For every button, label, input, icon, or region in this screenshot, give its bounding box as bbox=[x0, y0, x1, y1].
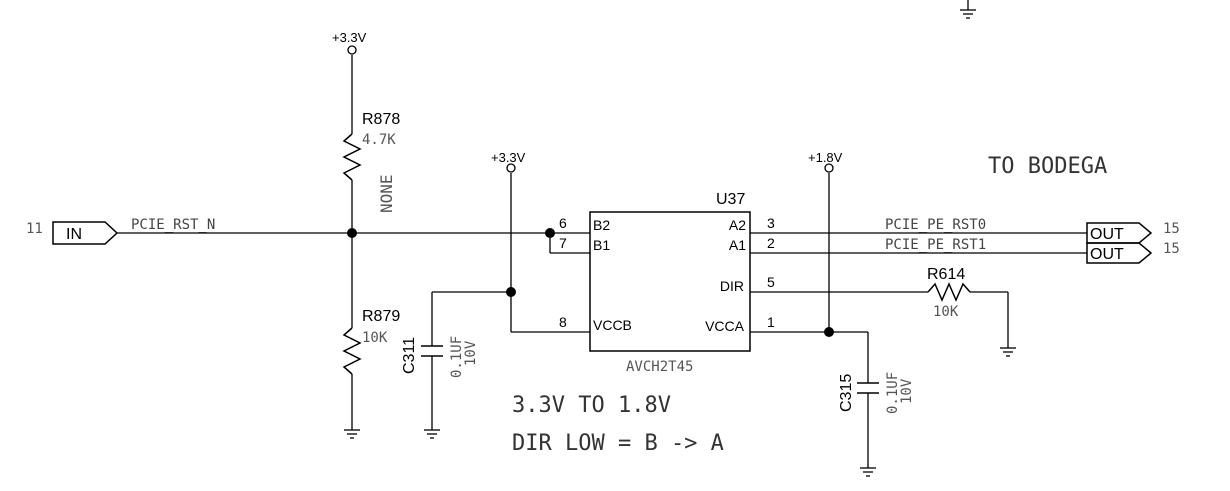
port-out-1: OUT 15 bbox=[1086, 241, 1180, 264]
power-symbol-3v3-a: +3.3V bbox=[332, 30, 367, 55]
capacitor-c315: C315 0.1UF 10V bbox=[838, 372, 915, 414]
pin-name: B1 bbox=[593, 237, 610, 253]
power-label: +1.8V bbox=[808, 150, 843, 165]
net-label-pcie-pe-rst0: PCIE_PE_RST0 bbox=[885, 217, 986, 233]
junction-dot bbox=[347, 228, 357, 238]
pin-number: 8 bbox=[559, 314, 567, 330]
junction-dots bbox=[347, 228, 834, 337]
resistor-value: 4.7K bbox=[362, 132, 396, 148]
resistor-value: 10K bbox=[933, 304, 959, 320]
capacitor-voltage: 10V bbox=[899, 378, 915, 404]
ic-ref: U37 bbox=[716, 191, 745, 208]
capacitor-value: 0.1UF bbox=[885, 372, 901, 414]
pin-number: 7 bbox=[559, 235, 567, 251]
resistor-value: 10K bbox=[362, 330, 388, 346]
resistor-note: NONE bbox=[377, 174, 396, 213]
resistor-r878: R878 4.7K NONE bbox=[342, 111, 400, 213]
resistor-ref: R878 bbox=[362, 111, 400, 128]
note-voltage-translation: 3.3V TO 1.8V bbox=[512, 393, 671, 418]
ic-part: AVCH2T45 bbox=[626, 359, 693, 375]
junction-dot bbox=[824, 327, 834, 337]
junction-dot bbox=[506, 287, 516, 297]
note-to-bodega: TO BODEGA bbox=[988, 154, 1107, 179]
ground-symbol bbox=[1000, 347, 1016, 357]
pin-number: 2 bbox=[767, 235, 775, 251]
port-label: IN bbox=[66, 226, 82, 243]
pin-name: B2 bbox=[593, 217, 610, 233]
port-out-0: OUT 15 bbox=[1086, 221, 1180, 244]
capacitor-voltage: 10V bbox=[463, 340, 479, 366]
capacitor-ref: C315 bbox=[838, 374, 855, 412]
port-sheet-number: 11 bbox=[26, 221, 43, 237]
ground-symbol bbox=[860, 467, 876, 477]
net-label-pcie-rst-n: PCIE_RST_N bbox=[131, 217, 215, 233]
ground-symbol bbox=[960, 9, 976, 19]
wires bbox=[117, 0, 1087, 468]
resistor-ref: R879 bbox=[362, 308, 400, 325]
ground-symbol bbox=[424, 429, 440, 439]
port-sheet-number: 15 bbox=[1163, 221, 1180, 237]
net-label-pcie-pe-rst1: PCIE_PE_RST1 bbox=[885, 237, 986, 253]
note-dir-low: DIR LOW = B -> A bbox=[512, 431, 724, 456]
power-label: +3.3V bbox=[332, 30, 367, 45]
pin-name: VCCB bbox=[593, 317, 632, 333]
pin-number: 3 bbox=[767, 215, 775, 231]
port-label: OUT bbox=[1090, 226, 1124, 243]
capacitor-c311: C311 0.1UF 10V bbox=[401, 336, 479, 378]
resistor-r614: R614 10K bbox=[927, 266, 971, 320]
port-sheet-number: 15 bbox=[1163, 241, 1180, 257]
power-symbol-1v8: +1.8V bbox=[808, 150, 843, 173]
pin-number: 5 bbox=[767, 274, 775, 290]
pin-name: VCCA bbox=[705, 318, 745, 334]
pin-name: A2 bbox=[729, 217, 746, 233]
resistor-r879: R879 10K bbox=[342, 308, 400, 375]
capacitor-ref: C311 bbox=[401, 337, 418, 374]
ground-symbol bbox=[344, 429, 360, 439]
power-label: +3.3V bbox=[491, 150, 526, 165]
pin-number: 1 bbox=[767, 314, 775, 330]
resistor-ref: R614 bbox=[927, 266, 965, 283]
port-in: IN 11 bbox=[26, 221, 119, 245]
power-symbol-3v3-b: +3.3V bbox=[491, 150, 526, 173]
pin-number: 6 bbox=[559, 215, 567, 231]
ic-u37: U37 AVCH2T45 B2 B1 VCCB A2 A1 DIR VCCA 6… bbox=[559, 191, 775, 375]
capacitor-value: 0.1UF bbox=[449, 336, 465, 378]
pin-name: A1 bbox=[729, 237, 746, 253]
port-label: OUT bbox=[1090, 246, 1124, 263]
junction-dot bbox=[545, 228, 555, 238]
pin-name: DIR bbox=[720, 278, 744, 294]
